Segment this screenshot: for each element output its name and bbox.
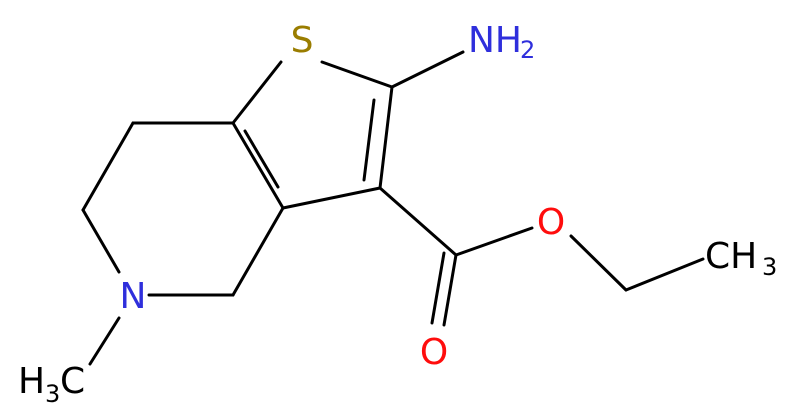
bond-c6-n5 xyxy=(81,208,121,274)
atom-n-methyl-h: H xyxy=(18,361,45,402)
bond-ch2-ch3 xyxy=(624,257,705,292)
bond-n5-methyl xyxy=(88,316,121,366)
atom-ethyl-subscript: 3 xyxy=(762,253,777,281)
bond-s-c7a xyxy=(231,60,283,125)
bond-o-ch2 xyxy=(569,234,628,292)
bond-c3-carbonyl-c xyxy=(378,186,458,257)
bond-c3a-c7a xyxy=(231,121,285,210)
bond-s-c2 xyxy=(320,60,394,89)
bond-c2-amine xyxy=(390,50,465,89)
bond-c3-c3a xyxy=(281,186,382,210)
atom-amine-subscript: 2 xyxy=(520,36,535,64)
bond-c7-c6 xyxy=(81,121,135,212)
atom-label-layer: S NH 2 N O O CH 3 H 3 C xyxy=(18,20,777,408)
atom-amine-nh: NH xyxy=(468,20,522,61)
bond-carbonyl-c-o xyxy=(454,226,534,257)
bond-c3a-c7a-inner xyxy=(243,129,280,189)
atom-n-methyl-c: C xyxy=(60,361,85,402)
atom-n-methyl-subscript: 3 xyxy=(45,380,60,408)
atom-sulfur: S xyxy=(291,20,314,61)
atom-ethyl-ch: CH xyxy=(705,236,757,277)
atom-ring-nitrogen: N xyxy=(120,276,147,317)
atom-carbonyl-oxygen: O xyxy=(420,332,448,373)
atom-ester-oxygen: O xyxy=(537,202,565,243)
bond-carbonyl-double-a xyxy=(442,253,458,327)
bond-c4-c3a xyxy=(231,206,285,297)
bond-c2-c3-inner xyxy=(362,98,376,182)
bond-layer xyxy=(81,50,705,366)
bond-c2-c3 xyxy=(378,85,394,190)
bond-carbonyl-double-b xyxy=(430,251,446,325)
